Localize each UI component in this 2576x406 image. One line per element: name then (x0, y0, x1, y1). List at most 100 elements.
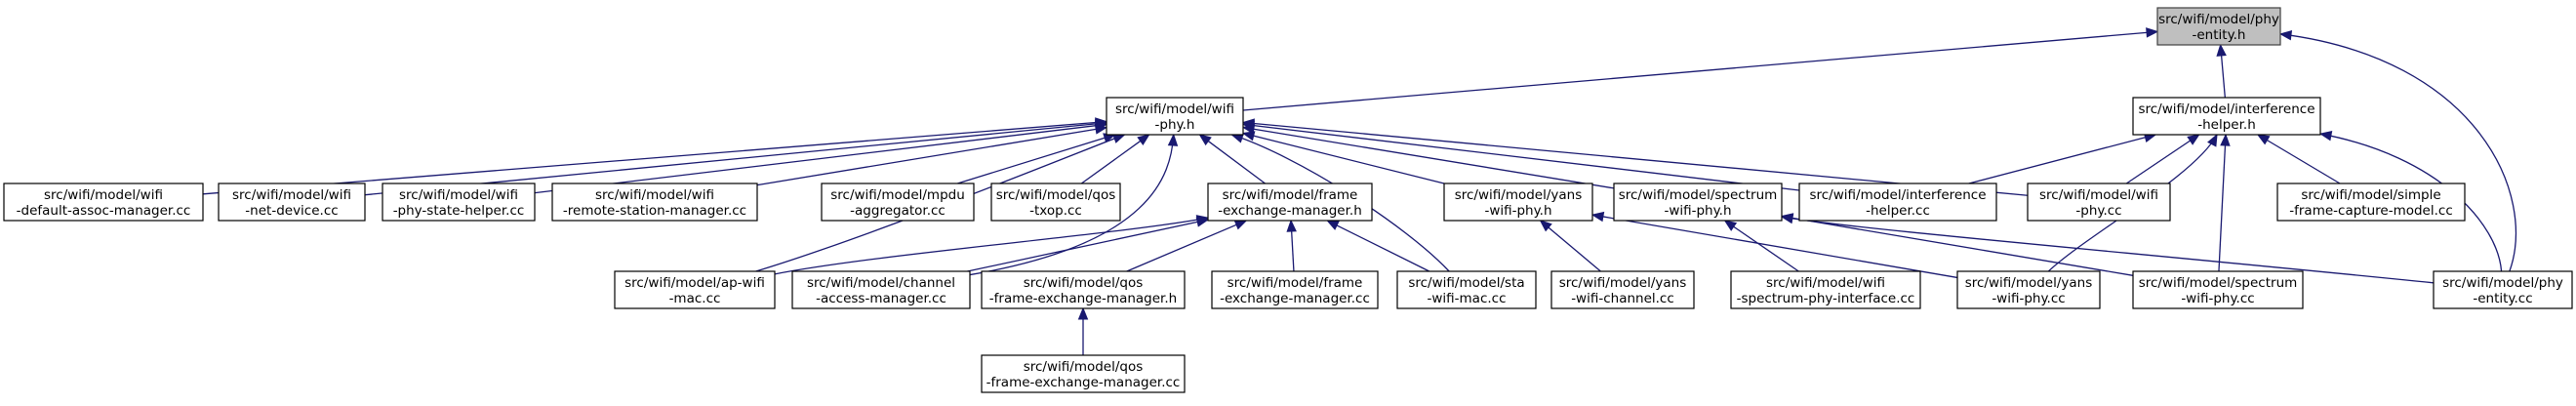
arrowhead (1077, 306, 1089, 320)
edge-interference-helper-cc-to-interference-helper-h (1968, 132, 2157, 184)
node-label-line: -entity.h (2193, 27, 2246, 43)
node-label-line: -exchange-manager.cc (1220, 291, 1370, 306)
edge-spectrum-wifi-phy-cc-to-interference-helper-h (2218, 133, 2231, 272)
node-ap-wifi-mac-cc[interactable]: src/wifi/model/ap-wifi-mac.cc (614, 270, 776, 309)
arrowhead (2207, 133, 2218, 147)
node-qos-frame-exchange-manager-h[interactable]: src/wifi/model/qos-frame-exchange-manage… (981, 270, 1186, 309)
node-phy-state-helper-cc[interactable]: src/wifi/model/wifi-phy-state-helper.cc (382, 183, 536, 222)
edge-qos-frame-exchange-manager-cc-to-qos-frame-exchange-manager-h (1077, 306, 1089, 355)
node-box (2156, 7, 2281, 46)
node-label-line: -helper.h (2197, 117, 2256, 133)
node-label-line: -mac.cc (669, 291, 721, 306)
node-qos-frame-exchange-manager-cc[interactable]: src/wifi/model/qos-frame-exchange-manage… (981, 354, 1186, 393)
node-box (981, 270, 1186, 309)
edge-line (1733, 225, 1799, 272)
node-box (1956, 270, 2101, 309)
node-label-line: -frame-exchange-manager.h (989, 291, 1177, 306)
node-frame-exchange-manager-cc[interactable]: src/wifi/model/frame-exchange-manager.cc (1211, 270, 1379, 309)
node-default-assoc-manager-cc[interactable]: src/wifi/model/wifi-default-assoc-manage… (3, 183, 204, 222)
arrowhead (1167, 133, 1179, 146)
node-yans-wifi-channel-cc[interactable]: src/wifi/model/yans-wifi-channel.cc (1550, 270, 1695, 309)
node-label-line: -wifi-phy.h (1664, 203, 1731, 219)
arrowhead (1094, 124, 1108, 135)
edge-line (202, 121, 1097, 195)
node-wifi-phy-h[interactable]: src/wifi/model/wifi-phy.h (1106, 97, 1244, 136)
node-wifi-phy-cc[interactable]: src/wifi/model/wifi-phy.cc (2027, 183, 2171, 222)
node-yans-wifi-phy-cc[interactable]: src/wifi/model/yans-wifi-phy.cc (1956, 270, 2101, 309)
node-box (218, 183, 366, 222)
node-label-line: -phy.h (1155, 117, 1195, 133)
edge-sta-wifi-mac-cc-to-frame-exchange-manager-h (1326, 220, 1430, 272)
node-label-line: src/wifi/model/interference (2138, 102, 2314, 117)
node-channel-access-manager-cc[interactable]: src/wifi/model/channel-access-manager.cc (791, 270, 971, 309)
edge-line (1791, 217, 2134, 276)
node-interference-helper-cc[interactable]: src/wifi/model/interference-helper.cc (1798, 183, 1997, 222)
node-label-line: src/wifi/model/qos (1024, 359, 1144, 375)
edge-channel-access-manager-cc-to-frame-exchange-manager-h (967, 217, 1210, 272)
arrowhead (1137, 134, 1150, 145)
node-label-line: -phy-state-helper.cc (393, 203, 525, 219)
node-box (1443, 183, 1593, 222)
node-box (1613, 183, 1783, 222)
node-spectrum-wifi-phy-h[interactable]: src/wifi/model/spectrum-wifi-phy.h (1613, 183, 1783, 222)
node-simple-frame-capture-model-cc[interactable]: src/wifi/model/simple-frame-capture-mode… (2276, 183, 2466, 222)
edge-line (1291, 230, 1295, 272)
node-yans-wifi-phy-h[interactable]: src/wifi/model/yans-wifi-phy.h (1443, 183, 1593, 222)
edge-line (2267, 140, 2341, 184)
edge-line (2125, 140, 2191, 184)
node-label-line: src/wifi/model/simple (2301, 187, 2440, 203)
node-sta-wifi-mac-cc[interactable]: src/wifi/model/sta-wifi-mac.cc (1396, 270, 1537, 309)
edge-line (1080, 140, 1142, 184)
node-label-line: -exchange-manager.h (1218, 203, 1362, 219)
node-remote-station-manager-cc[interactable]: src/wifi/model/wifi-remote-station-manag… (551, 183, 758, 222)
arrowhead (1539, 220, 1552, 232)
edge-line (1781, 216, 2435, 284)
arrowhead (1780, 213, 1794, 224)
edge-line (774, 217, 1209, 275)
edge-frame-exchange-manager-cc-to-frame-exchange-manager-h (1286, 219, 1297, 272)
arrowhead (2256, 134, 2271, 145)
node-box (2433, 270, 2573, 309)
node-label-line: src/wifi/model/sta (1408, 275, 1524, 291)
node-spectrum-wifi-phy-cc[interactable]: src/wifi/model/spectrum-wifi-phy.cc (2132, 270, 2304, 309)
node-label-line: -entity.cc (2473, 291, 2532, 306)
node-label-line: src/wifi/model/yans (1965, 275, 2093, 291)
edge-line (1242, 31, 2148, 111)
node-label-line: -txop.cc (1029, 203, 1082, 219)
edge-line (969, 134, 1175, 276)
arrowhead (1195, 217, 1210, 227)
node-mpdu-aggregator-cc[interactable]: src/wifi/model/mpdu-aggregator.cc (821, 183, 975, 222)
arrowhead (1326, 220, 1340, 230)
node-phy-entity-cc[interactable]: src/wifi/model/phy-entity.cc (2433, 270, 2573, 309)
node-frame-exchange-manager-h[interactable]: src/wifi/model/frame-exchange-manager.h (1207, 183, 1373, 222)
node-interference-helper-h[interactable]: src/wifi/model/interference-helper.h (2132, 97, 2321, 136)
node-label-line: src/wifi/model/wifi (399, 187, 518, 203)
node-net-device-cc[interactable]: src/wifi/model/wifi-net-device.cc (218, 183, 366, 222)
edge-line (1253, 135, 1445, 184)
node-box (2132, 97, 2321, 136)
arrowhead (2146, 27, 2159, 38)
node-label-line: src/wifi/model/wifi (44, 187, 163, 203)
node-label-line: -helper.cc (1866, 203, 1930, 219)
node-label-line: src/wifi/model/frame (1223, 187, 1358, 203)
node-box (2276, 183, 2466, 222)
node-phy-entity-h: src/wifi/model/phy-entity.h (2156, 7, 2281, 46)
node-box (1211, 270, 1379, 309)
node-label-line: src/wifi/model/wifi (2039, 187, 2158, 203)
arrowhead (1241, 131, 1256, 142)
edge-line (756, 128, 1097, 186)
node-qos-txop-cc[interactable]: src/wifi/model/qos-txop.cc (990, 183, 1121, 222)
arrowhead (2216, 43, 2227, 57)
edge-default-assoc-manager-cc-to-wifi-phy-h (202, 117, 1108, 195)
edge-line (534, 125, 1097, 194)
node-spectrum-phy-interface-cc[interactable]: src/wifi/model/wifi-spectrum-phy-interfa… (1730, 270, 1921, 309)
edge-yans-wifi-channel-cc-to-yans-wifi-phy-h (1539, 220, 1601, 272)
node-box (981, 354, 1186, 393)
node-box (990, 183, 1121, 222)
node-label-line: src/wifi/model/wifi (232, 187, 351, 203)
node-label-line: src/wifi/model/frame (1228, 275, 1363, 291)
arrowhead (2220, 133, 2231, 146)
arrowhead (1198, 134, 1212, 146)
edge-phy-state-helper-cc-to-wifi-phy-h (534, 120, 1108, 194)
edges-layer (202, 27, 2517, 355)
